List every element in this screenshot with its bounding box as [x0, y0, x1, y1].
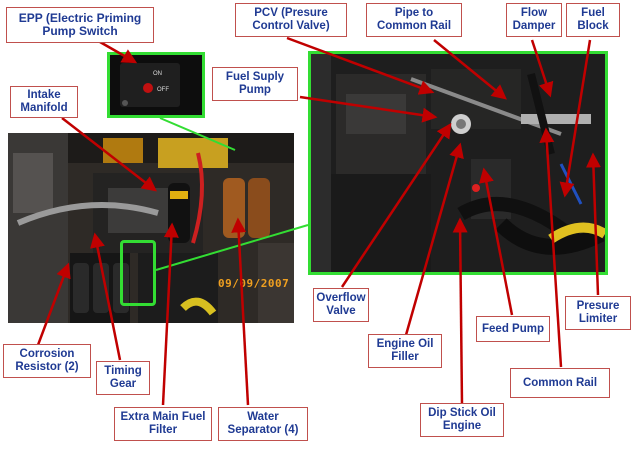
label-fuel-block: Fuel Block	[566, 3, 620, 37]
label-presure-limiter: Presure Limiter	[565, 296, 631, 330]
label-fuel-supply-pump: Fuel Suply Pump	[212, 67, 298, 101]
epp-switch-inset: ON OFF	[107, 52, 205, 118]
label-water-separator: Water Separator (4)	[218, 407, 308, 441]
photo-date-stamp: 09/09/2007	[218, 277, 290, 290]
label-feed-pump: Feed Pump	[476, 316, 550, 342]
label-engine-oil-filler: Engine Oil Filler	[368, 334, 442, 368]
highlight-box-left	[120, 240, 156, 306]
label-flow-damper: Flow Damper	[506, 3, 562, 37]
switch-off-text: OFF	[157, 87, 169, 93]
label-extra-main-filter: Extra Main Fuel Filter	[114, 407, 212, 441]
label-epp: EPP (Electric Priming Pump Switch	[6, 7, 154, 43]
label-common-rail: Common Rail	[510, 368, 610, 398]
switch-on-text: ON	[153, 71, 162, 77]
label-pcv: PCV (Presure Control Valve)	[235, 3, 347, 37]
label-dip-stick: Dip Stick Oil Engine	[420, 403, 504, 437]
label-timing-gear: Timing Gear	[96, 361, 150, 395]
label-pipe-common-rail: Pipe to Common Rail	[366, 3, 462, 37]
label-corrosion-resistor: Corrosion Resistor (2)	[3, 344, 91, 378]
label-intake-manifold: Intake Manifold	[10, 86, 78, 118]
label-overflow-valve: Overflow Valve	[313, 288, 369, 322]
